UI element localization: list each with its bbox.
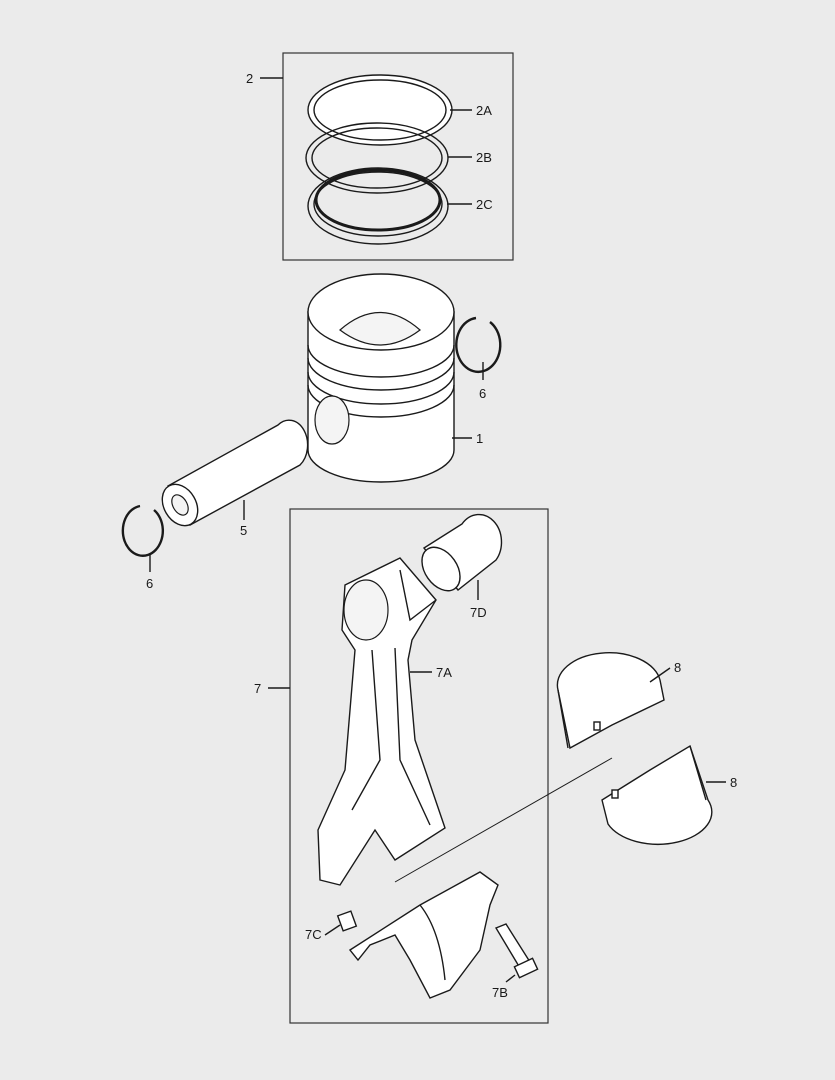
ring-set-box xyxy=(282,52,514,261)
label-8-upper: 8 xyxy=(674,660,681,675)
label-2: 2 xyxy=(246,71,253,86)
connecting-rod-7a[interactable] xyxy=(317,557,446,886)
label-7c: 7C xyxy=(305,927,322,942)
label-7b: 7B xyxy=(492,985,508,1000)
piston-pin[interactable] xyxy=(155,419,309,532)
bolt-7b[interactable] xyxy=(494,923,539,979)
label-8-lower: 8 xyxy=(730,775,737,790)
label-7d: 7D xyxy=(470,605,487,620)
bearing-shell-upper[interactable] xyxy=(556,652,665,750)
label-2a: 2A xyxy=(476,103,492,118)
connecting-rod-box xyxy=(289,508,549,1024)
label-7a: 7A xyxy=(436,665,452,680)
piston-ring-2c[interactable] xyxy=(307,167,449,245)
dowel-7c[interactable] xyxy=(336,910,358,932)
label-7: 7 xyxy=(254,681,261,696)
label-6-right: 6 xyxy=(479,386,486,401)
circlip-left[interactable] xyxy=(121,504,165,557)
circlip-right[interactable] xyxy=(455,316,502,373)
label-6-left: 6 xyxy=(146,576,153,591)
label-2b: 2B xyxy=(476,150,492,165)
label-5: 5 xyxy=(240,523,247,538)
label-2c: 2C xyxy=(476,197,493,212)
bushing-7d[interactable] xyxy=(414,513,503,598)
connecting-rod-cap[interactable] xyxy=(348,871,499,999)
piston-ring-2b[interactable] xyxy=(305,122,449,194)
piston[interactable] xyxy=(307,273,455,483)
label-1: 1 xyxy=(476,431,483,446)
bearing-shell-lower[interactable] xyxy=(601,744,713,845)
